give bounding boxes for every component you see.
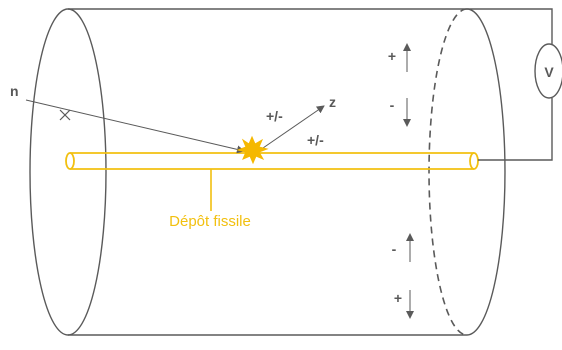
deposit-right-cap <box>469 152 479 170</box>
cylinder-right-end-visible <box>466 8 506 336</box>
cylinder-left-end <box>29 8 107 336</box>
neutron-track <box>25 99 245 154</box>
field-top-minus-label: - <box>390 97 395 113</box>
neutron-label: n <box>10 83 19 99</box>
deposit-left-cap <box>65 152 75 170</box>
neutron-path-line <box>25 99 245 154</box>
spark-burst-icon <box>236 135 269 165</box>
z-axis-label: z <box>329 94 336 110</box>
field-bottom-minus-label: - <box>392 241 397 257</box>
voltmeter-icon <box>534 43 562 99</box>
charge-label-left: +/- <box>266 108 283 124</box>
cross-mark-icon <box>59 109 71 121</box>
field-top-plus-label: + <box>388 48 396 64</box>
cylinder-chamber <box>29 8 506 336</box>
field-arrows <box>403 43 414 319</box>
cylinder-right-end-hidden <box>428 8 468 336</box>
voltmeter-label: V <box>544 64 554 80</box>
fissile-deposit-tube <box>65 152 479 211</box>
field-bottom-plus-label: + <box>394 290 402 306</box>
circuit-wire-top <box>467 8 553 44</box>
deposit-label: Dépôt fissile <box>169 213 251 230</box>
circuit-wire-bottom <box>478 98 553 161</box>
z-direction-arrow <box>262 105 325 149</box>
charge-label-right: +/- <box>307 132 324 148</box>
measurement-circuit <box>467 8 562 161</box>
